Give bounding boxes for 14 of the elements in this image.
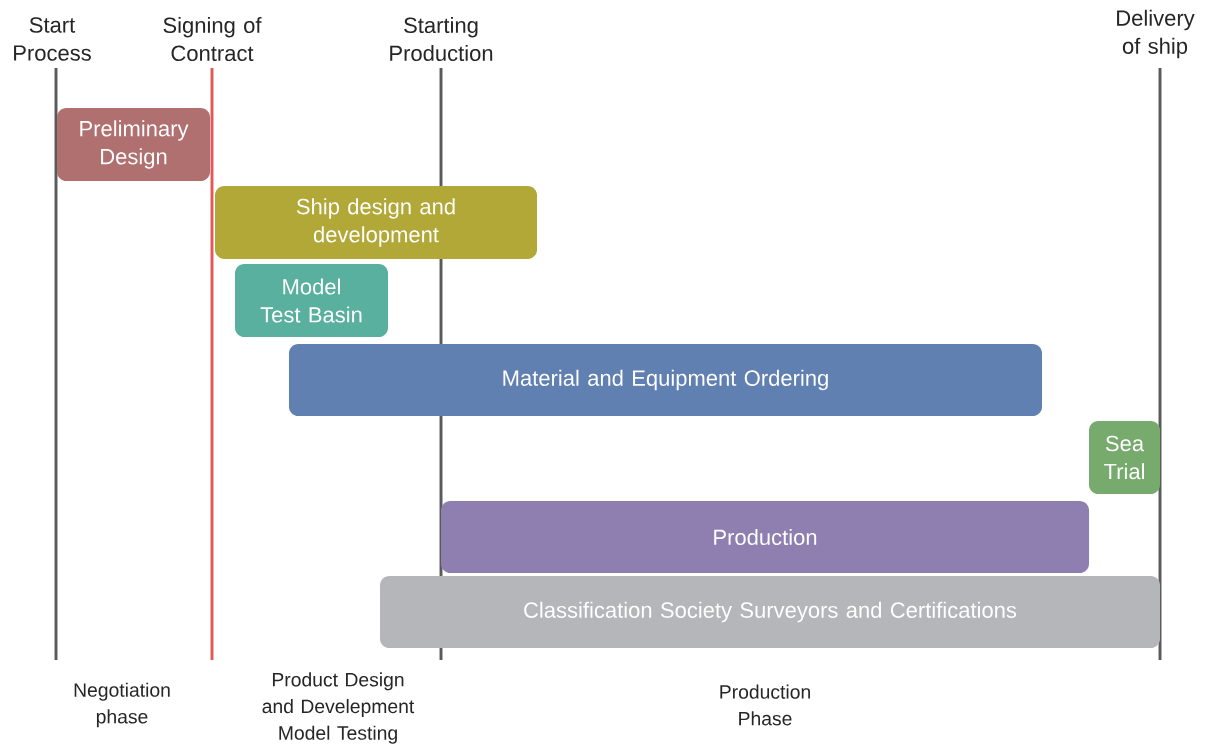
phase-bar: Model Test Basin [235,264,388,337]
phase-bar: Ship design and development [215,186,537,259]
milestone-label: Starting Production [390,16,493,62]
phase-bar: Production [441,501,1089,573]
phase-label: Production Phase [720,684,810,726]
phase-bar: Sea Trial [1089,421,1160,494]
milestone-label: Signing of Contract [163,16,262,62]
phase-bar: Material and Equipment Ordering [289,344,1042,416]
phase-label: Negotiation phase [74,682,170,728]
milestone-label: Delivery of ship [1117,9,1195,59]
phase-bar: Classification Society Surveyors and Certifications [380,576,1160,648]
phase-bar: Preliminary Design [57,108,210,181]
milestone-label: Start Process [14,17,91,61]
phase-label: Product Design and Develepment Model Testing [262,672,415,744]
